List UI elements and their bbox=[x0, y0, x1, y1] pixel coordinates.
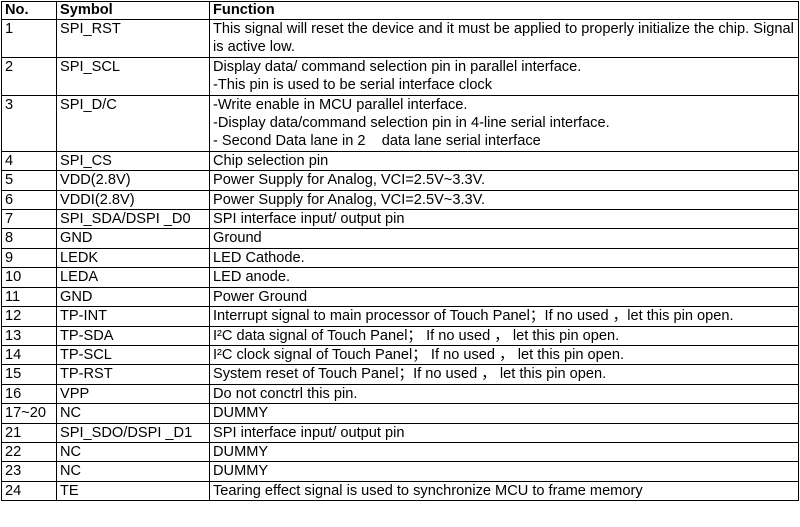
pin-number: 12 bbox=[1, 306, 57, 327]
pin-number: 7 bbox=[1, 209, 57, 230]
pin-function: System reset of Touch Panel；If no used ，… bbox=[209, 364, 799, 385]
pin-number: 5 bbox=[1, 170, 57, 191]
pin-function: This signal will reset the device and it… bbox=[209, 19, 799, 58]
header-function: Function bbox=[209, 1, 799, 20]
pin-symbol: VDD(2.8V) bbox=[56, 170, 210, 191]
pin-symbol: NC bbox=[56, 403, 210, 424]
pin-function: I²C data signal of Touch Panel； If no us… bbox=[209, 325, 799, 346]
pin-number: 3 bbox=[1, 94, 57, 152]
pin-function: Power Supply for Analog, VCI=2.5V~3.3V. bbox=[209, 189, 799, 211]
pin-number: 4 bbox=[1, 150, 57, 172]
pin-function: Chip selection pin bbox=[209, 150, 799, 172]
pin-function: Power Ground bbox=[209, 286, 799, 308]
pin-symbol: TP-SCL bbox=[56, 344, 210, 366]
pin-symbol: LEDA bbox=[56, 267, 210, 288]
pin-symbol: GND bbox=[56, 228, 210, 249]
pin-symbol: SPI_SDA/DSPI _D0 bbox=[56, 209, 210, 230]
pin-symbol: TP-RST bbox=[56, 364, 210, 385]
pin-function: -Write enable in MCU parallel interface.… bbox=[209, 94, 799, 152]
pin-function: DUMMY bbox=[209, 461, 799, 482]
header-row: No. Symbol Function bbox=[1, 1, 799, 20]
pin-symbol: LEDK bbox=[56, 247, 210, 269]
pin-function: Tearing effect signal is used to synchro… bbox=[209, 480, 799, 502]
header-symbol: Symbol bbox=[56, 1, 210, 20]
pin-function: LED anode. bbox=[209, 267, 799, 288]
pin-number: 1 bbox=[1, 19, 57, 58]
pin-function: Do not conctrl this pin. bbox=[209, 383, 799, 405]
pin-symbol: TP-SDA bbox=[56, 325, 210, 346]
pin-symbol: SPI_D/C bbox=[56, 94, 210, 152]
pin-symbol: SPI_SCL bbox=[56, 56, 210, 96]
pin-symbol: NC bbox=[56, 441, 210, 463]
pin-function: DUMMY bbox=[209, 441, 799, 463]
pin-number: 10 bbox=[1, 267, 57, 288]
pin-symbol: TE bbox=[56, 480, 210, 502]
pin-function: Ground bbox=[209, 228, 799, 249]
pin-function: Interrupt signal to main processor of To… bbox=[209, 306, 799, 327]
pin-number: 9 bbox=[1, 247, 57, 269]
table-header: No. Symbol Function bbox=[1, 1, 799, 20]
pin-function: DUMMY bbox=[209, 403, 799, 424]
pin-function: LED Cathode. bbox=[209, 247, 799, 269]
pin-number: 21 bbox=[1, 422, 57, 443]
pin-function: SPI interface input/ output pin bbox=[209, 209, 799, 230]
pin-symbol: SPI_RST bbox=[56, 19, 210, 58]
pin-symbol: GND bbox=[56, 286, 210, 308]
pin-number: 8 bbox=[1, 228, 57, 249]
pin-number: 6 bbox=[1, 189, 57, 211]
pin-symbol: SPI_CS bbox=[56, 150, 210, 172]
pin-number: 2 bbox=[1, 56, 57, 96]
pin-number: 23 bbox=[1, 461, 57, 482]
pin-number: 24 bbox=[1, 480, 57, 502]
pin-function: Power Supply for Analog, VCI=2.5V~3.3V. bbox=[209, 170, 799, 191]
pin-number: 13 bbox=[1, 325, 57, 346]
pin-function: Display data/ command selection pin in p… bbox=[209, 56, 799, 96]
pin-function: SPI interface input/ output pin bbox=[209, 422, 799, 443]
pin-number: 17~20 bbox=[1, 403, 57, 424]
pin-number: 11 bbox=[1, 286, 57, 308]
pin-number: 22 bbox=[1, 441, 57, 463]
pin-symbol: SPI_SDO/DSPI _D1 bbox=[56, 422, 210, 443]
pin-symbol: VDDI(2.8V) bbox=[56, 189, 210, 211]
pin-number: 14 bbox=[1, 344, 57, 366]
pin-symbol: TP-INT bbox=[56, 306, 210, 327]
header-no: No. bbox=[1, 1, 57, 20]
pin-number: 16 bbox=[1, 383, 57, 405]
pin-symbol: VPP bbox=[56, 383, 210, 405]
pin-symbol: NC bbox=[56, 461, 210, 482]
pin-number: 15 bbox=[1, 364, 57, 385]
pin-function: I²C clock signal of Touch Panel； If no u… bbox=[209, 344, 799, 366]
